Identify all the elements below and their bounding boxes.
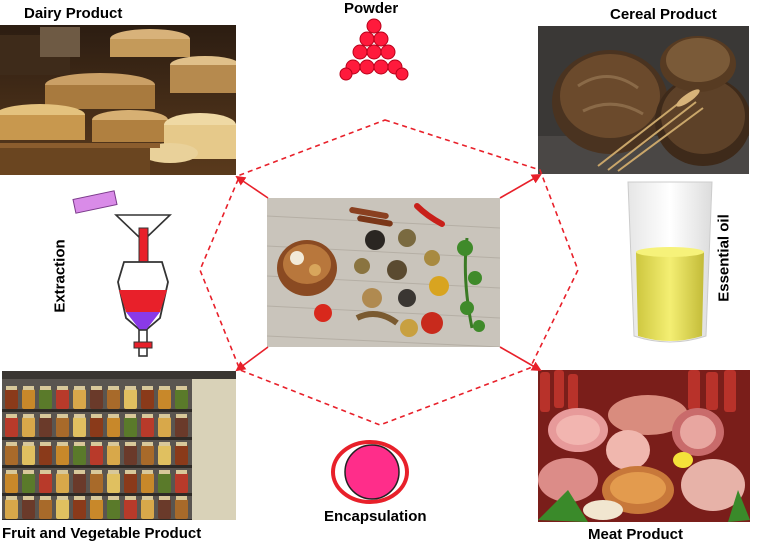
separatory-funnel-icon [72, 190, 172, 357]
arrow-to-fruit-veg [235, 346, 269, 372]
powder-label: Powder [344, 0, 399, 17]
octagon-outline [199, 119, 579, 426]
arrow-to-cereal [499, 174, 542, 199]
capsule-icon [331, 440, 409, 504]
particle-pyramid-icon [339, 18, 409, 81]
arrow-to-meat [499, 346, 542, 371]
fruit-vegetable-product-label: Fruit and Vegetable Product [2, 525, 202, 542]
cheese-photo [0, 25, 236, 175]
bread-photo [538, 26, 749, 174]
oil-beaker-icon [627, 181, 713, 343]
arrow-to-dairy [235, 175, 269, 199]
dairy-product-label: Dairy Product [24, 5, 123, 22]
meat-platter-photo [538, 370, 750, 522]
spices-photo [267, 198, 500, 347]
meat-product-label: Meat Product [588, 526, 684, 543]
cereal-product-label: Cereal Product [610, 6, 717, 23]
encapsulation-label: Encapsulation [324, 508, 427, 525]
jar-shelf-photo [2, 371, 236, 520]
